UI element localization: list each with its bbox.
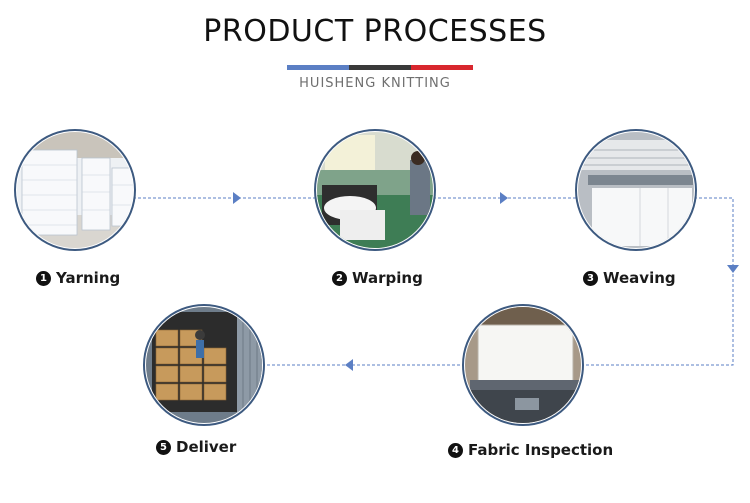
step-number-badge: 5 [156,439,171,455]
step-number-badge: 1 [36,270,51,286]
connector-arrows [233,192,739,371]
step-5-label: 5 Deliver [156,438,236,456]
step-1-label: 1 Yarning [36,269,120,287]
step-3-label: 3 Weaving [583,269,676,287]
step-1-photo [14,129,136,251]
step-2-label: 2 Warping [332,269,423,287]
step-number-badge: 4 [448,442,463,458]
page-title: PRODUCT PROCESSES [203,14,547,49]
step-2-photo [314,129,436,251]
step-4-photo [462,304,584,426]
step-label-text: Yarning [56,269,121,287]
divider-red [411,65,473,70]
company-subtitle: HUISHENG KNITTING [299,76,451,91]
step-number-badge: 3 [583,270,598,286]
step-label-text: Weaving [603,269,676,287]
arrow-right-icon [500,192,508,204]
step-label-text: Deliver [176,438,237,456]
step-number-badge: 2 [332,270,347,286]
step-label-text: Warping [352,269,423,287]
divider-dark [349,65,411,70]
step-5-photo [143,304,265,426]
step-4-label: 4 Fabric Inspection [448,441,613,459]
step-label-text: Fabric Inspection [468,441,614,459]
step-3-photo [575,129,697,251]
arrow-down-icon [727,265,739,273]
arrow-left-icon [345,359,353,371]
divider-blue [287,65,349,70]
arrow-right-icon [233,192,241,204]
